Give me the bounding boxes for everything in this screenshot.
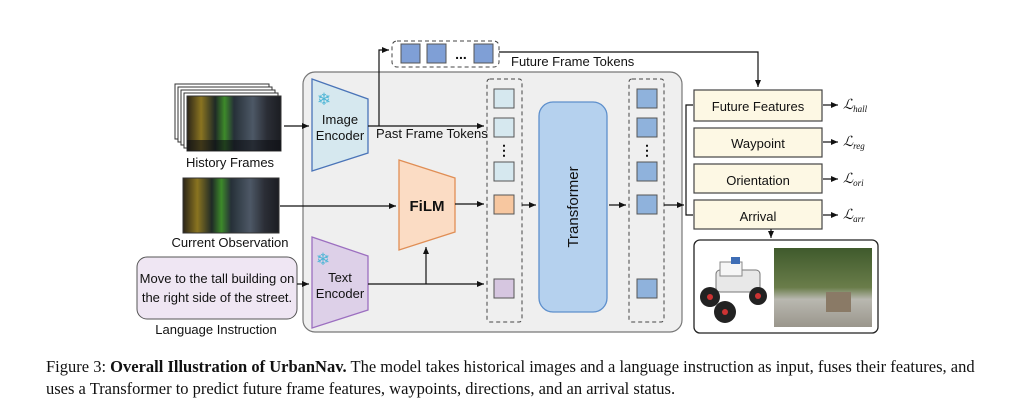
instruction-line-2: the right side of the street.	[142, 290, 292, 305]
output-token	[636, 278, 658, 299]
future-frame-token	[473, 43, 494, 64]
past-frame-tokens-label: Past Frame Tokens	[376, 126, 488, 141]
text-encoder-label-1: Text	[328, 270, 352, 285]
arrival-head	[693, 199, 823, 230]
head-label: Orientation	[726, 173, 790, 188]
future-frame-token	[400, 43, 421, 64]
future-frame-token-group	[391, 40, 500, 68]
caption-title: Overall Illustration of UrbanNav.	[110, 357, 347, 376]
output-token	[636, 88, 658, 109]
current-observation-image	[182, 177, 280, 234]
film-label: FiLM	[410, 198, 445, 215]
future-frame-tokens-label: Future Frame Tokens	[511, 54, 635, 69]
future-features-head	[693, 89, 823, 122]
caption-text: The model takes historical images and a …	[46, 357, 975, 398]
transformer-block	[538, 101, 608, 313]
text-encoder	[311, 236, 369, 329]
history-frames-image	[174, 83, 282, 152]
loss-labels: ℒhall ℒreg ℒori ℒarr	[843, 98, 868, 224]
architecture-diagram: History Frames Current Observation Move …	[136, 40, 879, 337]
robot-image	[700, 257, 767, 323]
head-label: Future Features	[712, 99, 805, 114]
film-module	[398, 159, 456, 251]
token-ellipsis: ...	[455, 46, 467, 62]
snowflake-icon: ❄	[317, 90, 331, 109]
image-encoder-label-1: Image	[322, 112, 358, 127]
transformer-label: Transformer	[565, 166, 582, 247]
field-robot-photo	[774, 248, 872, 327]
photo-detail	[826, 292, 851, 312]
text-token	[493, 278, 515, 299]
image-encoder	[311, 78, 369, 172]
output-token	[636, 161, 658, 182]
loss-arr: ℒarr	[843, 208, 865, 224]
snowflake-icon: ❄	[316, 250, 330, 269]
language-instruction-box	[136, 256, 298, 320]
output-token	[636, 117, 658, 138]
loss-hall: ℒhall	[843, 98, 868, 114]
orientation-head	[693, 163, 823, 194]
connectors	[280, 47, 838, 287]
past-frame-token	[493, 161, 515, 182]
loss-reg: ℒreg	[843, 135, 865, 151]
output-token	[636, 194, 658, 215]
loss-ori: ℒori	[843, 172, 864, 188]
current-observation-label: Current Observation	[171, 235, 288, 250]
head-label: Arrival	[740, 209, 777, 224]
image-encoder-label-2: Encoder	[316, 128, 365, 143]
history-frames-label: History Frames	[186, 155, 275, 170]
output-token-column	[628, 78, 665, 323]
input-token-column	[486, 78, 523, 323]
figure-caption: Figure 3: Overall Illustration of UrbanN…	[46, 356, 996, 400]
waypoint-head	[693, 127, 823, 158]
text-encoder-label-2: Encoder	[316, 286, 365, 301]
fused-observation-token	[493, 194, 515, 215]
token-ellipsis: ⋮	[497, 142, 511, 158]
caption-prefix: Figure 3:	[46, 357, 111, 376]
instruction-line-1: Move to the tall building on	[140, 271, 295, 286]
head-label: Waypoint	[731, 136, 785, 151]
language-instruction-label: Language Instruction	[155, 322, 276, 337]
prediction-heads: Future Features Waypoint Orientation Arr…	[693, 89, 823, 230]
past-frame-token	[493, 88, 515, 109]
token-ellipsis: ⋮	[640, 142, 654, 158]
past-frame-token	[493, 117, 515, 138]
future-frame-token	[426, 43, 447, 64]
